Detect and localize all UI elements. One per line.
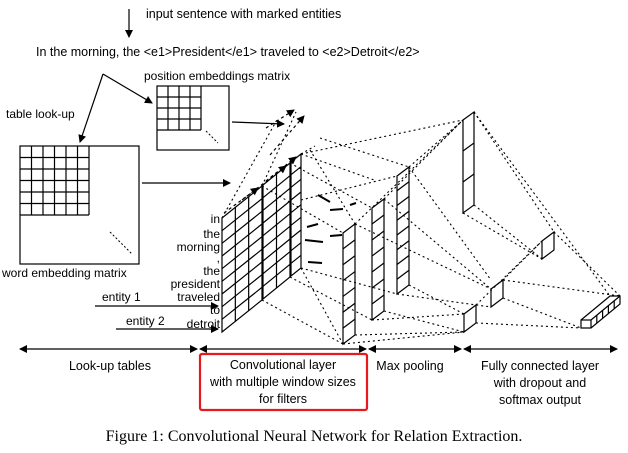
pos-to-conv-arrow [231,119,285,128]
input-label: input sentence with marked entities [146,7,341,21]
conv-feature-maps [342,165,410,346]
sentence-token: , [217,251,220,265]
section-conv-line3: for filters [259,392,307,406]
figure-caption: Figure 1: Convolutional Neural Network f… [106,428,523,445]
section-conv-line1: Convolutional layer [230,358,336,372]
word-matrix-label: word embedding matrix [1,266,127,280]
word-embedding-matrix [19,145,140,265]
section-fc-line2: with dropout and [493,376,586,390]
conv-highlight-box [198,352,369,412]
sentence-token: the [203,264,220,278]
input-layer [221,109,305,334]
lookup-arrow-to-word [78,73,104,143]
sentence-token: to [210,303,220,317]
sentence-token: detroit [187,317,221,331]
section-fc-line3: softmax output [499,393,582,407]
entity2-label: entity 2 [126,314,165,328]
connection-lines [221,111,621,345]
section-conv-line2: with multiple window sizes [209,375,356,389]
sentence-token: morning [177,240,220,254]
section-pool-label: Max pooling [376,359,443,373]
entity1-label: entity 1 [102,290,141,304]
position-embeddings-matrix [156,85,230,151]
lookup-arrow-to-pos [102,73,153,104]
pooling-and-fc-blocks [462,110,621,334]
sentence-token: president [171,277,221,291]
sentence-token: in [211,212,220,226]
position-matrix-label: position embeddings matrix [144,69,290,83]
sentence-token: the [203,227,220,241]
section-lookup-label: Look-up tables [69,359,151,373]
sentence-tokens: inthemorning,thepresidenttraveledtodetro… [171,212,221,331]
sentence-token: traveled [177,290,220,304]
table-lookup-label: table look-up [6,107,75,121]
input-sentence: In the morning, the <e1>President</e1> t… [36,45,420,59]
section-fc-line1: Fully connected layer [481,359,599,373]
filter-strokes [304,194,357,264]
